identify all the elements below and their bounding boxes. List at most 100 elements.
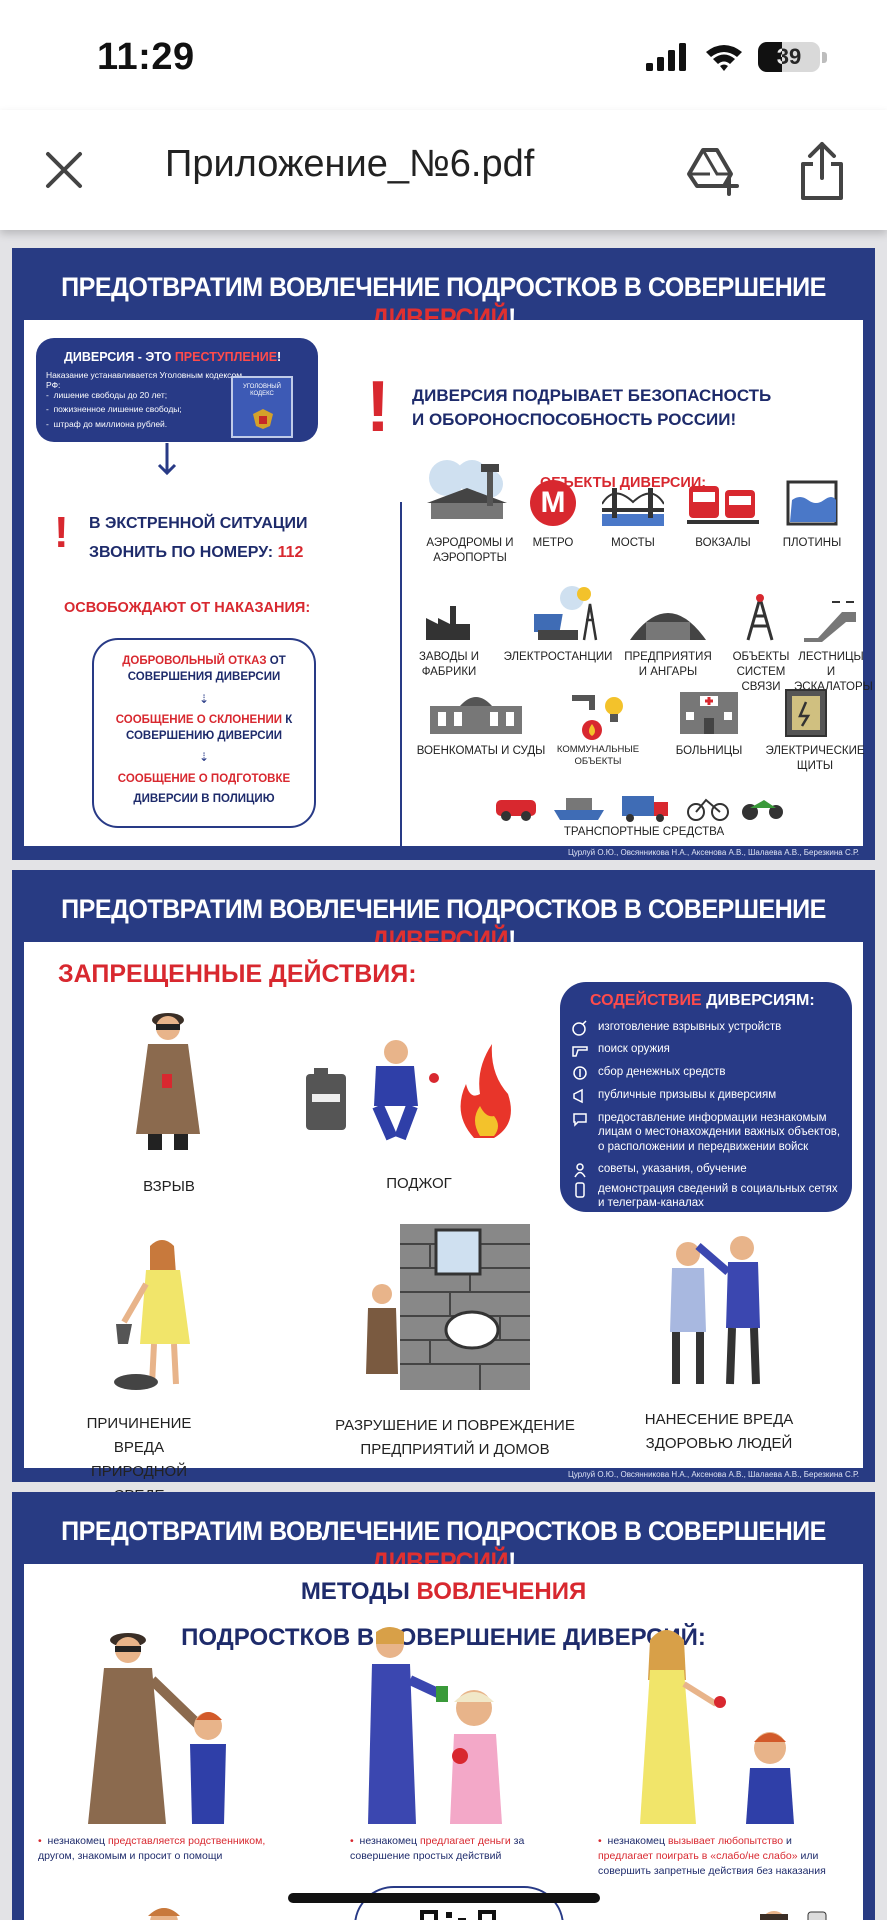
object-label: ЗАВОДЫ И ФАБРИКИ <box>418 651 480 678</box>
emergency-text: В ЭКСТРЕННОЙ СИТУАЦИИ ЗВОНИТЬ ПО НОМЕРУ:… <box>89 515 308 561</box>
bridge-icon <box>602 488 664 526</box>
fight-illustration <box>670 1236 760 1385</box>
object-label: ВОЕНКОМАТЫ И СУДЫ <box>416 745 546 757</box>
radio-tower-icon <box>746 594 774 641</box>
release-title: ОСВОБОЖДАЮТ ОТ НАКАЗАНИЯ: <box>64 600 311 616</box>
divider <box>400 502 402 846</box>
page-panel: МЕТОДЫ ВОВЛЕЧЕНИЯ ПОДРОСТКОВ В СОВЕРШЕНИ… <box>24 1564 863 1920</box>
pdf-page-2: ПРЕДОТВРАТИМ ВОВЛЕЧЕНИЕ ПОДРОСТКОВ В СОВ… <box>12 870 875 1504</box>
stranger-relative-illustration <box>88 1633 226 1824</box>
method-3: • незнакомец вызывает любопытство и пред… <box>598 1835 826 1878</box>
method-2: • незнакомец предлагает деньги за соверш… <box>350 1835 525 1863</box>
hospital-icon <box>680 692 738 734</box>
battery-tip <box>822 51 827 63</box>
criminal-code-book: УГОЛОВНЫЙ КОДЕКС <box>231 376 293 438</box>
utilities-icon <box>572 695 623 740</box>
object-label: ОБЪЕКТЫ СИСТЕМ СВЯЗИ <box>732 651 790 693</box>
definition-card: ДИВЕРСИЯ - ЭТО ПРЕСТУПЛЕНИЕ! Наказание у… <box>36 338 318 442</box>
status-time: 11:29 <box>97 36 195 78</box>
assist-item: советы, указания, обучение <box>574 1162 842 1178</box>
factory-icon <box>426 606 470 640</box>
stranger-curiosity-illustration <box>640 1630 794 1824</box>
action-label: НАНЕСЕНИЕ ВРЕДА ЗДОРОВЬЮ ЛЮДЕЙ <box>644 1411 794 1452</box>
spy-figure-illustration <box>136 1013 200 1150</box>
gun-icon <box>572 1046 588 1057</box>
advice-icon <box>574 1163 586 1178</box>
object-label: ПРЕДПРИЯТИЯ И АНГАРЫ <box>624 651 712 678</box>
assist-item: изготовление взрывных устройств <box>572 1020 842 1036</box>
phone-icon <box>575 1182 585 1198</box>
coat-of-arms-icon <box>253 409 273 429</box>
bomb-icon <box>572 1020 587 1036</box>
battery-percent: 39 <box>776 44 802 69</box>
littering-illustration <box>114 1240 190 1390</box>
assist-item: сбор денежных средств <box>573 1065 842 1080</box>
object-label: БОЛЬНИЦЫ <box>675 745 743 757</box>
battery-indicator: 39 <box>758 42 820 72</box>
home-indicator[interactable] <box>288 1893 600 1903</box>
method-1: • незнакомец представляется родственнико… <box>38 1835 266 1863</box>
status-icons: 39 <box>646 42 827 72</box>
object-label: ЭЛЕКТРОСТАНЦИИ <box>503 651 613 663</box>
assist-item: предоставление информации незнакомым лиц… <box>573 1111 842 1154</box>
page-panel: ЗАПРЕЩЕННЫЕ ДЕЙСТВИЯ: ВЗРЫВ ПОДЖОГ СОДЕЙ… <box>24 942 863 1504</box>
metro-icon: М <box>530 480 576 526</box>
document-title: Приложение_№6.pdf <box>165 143 535 185</box>
object-label: МОСТЫ <box>611 537 655 549</box>
qr-code-icon <box>420 1910 496 1920</box>
share-icon[interactable] <box>795 140 849 202</box>
power-plant-icon <box>534 586 598 641</box>
pdf-page-1: ПРЕДОТВРАТИМ ВОВЛЕЧЕНИЕ ПОДРОСТКОВ В СОВ… <box>12 248 875 860</box>
page-panel: ДИВЕРСИЯ - ЭТО ПРЕСТУПЛЕНИЕ! Наказание у… <box>24 320 873 846</box>
partial-figure-right-illustration <box>760 1911 827 1920</box>
object-label: ПЛОТИНЫ <box>782 537 842 549</box>
stranger-money-illustration <box>368 1627 502 1824</box>
airport-icon <box>427 460 507 519</box>
partial-figure-left-illustration <box>148 1908 180 1920</box>
train-station-icon <box>687 486 759 524</box>
object-label: ВОКЗАЛЫ <box>695 537 751 549</box>
megaphone-icon <box>573 1088 583 1104</box>
pdf-viewer[interactable]: ПРЕДОТВРАТИМ ВОВЛЕЧЕНИЕ ПОДРОСТКОВ В СОВ… <box>0 230 887 1920</box>
action-label: РАЗРУШЕНИЕ И ПОВРЕЖДЕНИЕ ПРЕДПРИЯТИЙ И Д… <box>335 1417 575 1458</box>
credits: Цурлуй О.Ю., Овсянникова Н.А., Аксенова … <box>567 1470 859 1479</box>
objects-title: ОБЪЕКТЫ ДИВЕРСИИ: <box>540 475 707 491</box>
emergency-exclamation: ! <box>54 508 69 557</box>
action-label: ПОДЖОГ <box>386 1175 452 1192</box>
courthouse-icon <box>430 697 522 734</box>
status-bar: 11:29 39 <box>0 0 887 110</box>
object-label: ТРАНСПОРТНЫЕ СРЕДСТВА <box>563 826 725 838</box>
arson-illustration <box>306 1040 511 1141</box>
page-title: ПРЕДОТВРАТИМ ВОВЛЕЧЕНИЕ ПОДРОСТКОВ В СОВ… <box>61 272 826 333</box>
pdf-page-3: ПРЕДОТВРАТИМ ВОВЛЕЧЕНИЕ ПОДРОСТКОВ В СОВ… <box>12 1492 875 1920</box>
assistance-box: СОДЕЙСТВИЕ ДИВЕРСИЯМ: изготовление взрыв… <box>560 982 852 1212</box>
hangar-icon <box>630 613 706 640</box>
electrical-panel-icon <box>785 689 827 737</box>
chat-icon <box>573 1113 587 1127</box>
add-to-drive-icon[interactable] <box>685 144 741 196</box>
action-label: ВЗРЫВ <box>143 1178 195 1195</box>
object-label: АЭРОДРОМЫ И АЭРОПОРТЫ <box>426 537 514 564</box>
wifi-icon <box>706 45 742 71</box>
object-label: МЕТРО <box>532 537 574 549</box>
assist-item: поиск оружия <box>572 1042 842 1057</box>
money-icon <box>573 1066 587 1080</box>
assist-item: демонстрация сведений в социальных сетях… <box>575 1182 842 1211</box>
close-icon[interactable] <box>40 146 88 194</box>
prohibited-title: ЗАПРЕЩЕННЫЕ ДЕЙСТВИЯ: <box>58 960 417 988</box>
headline-exclamation: ! <box>366 367 390 447</box>
release-box: ДОБРОВОЛЬНЫЙ ОТКАЗ ОТ СОВЕРШЕНИЯ ДИВЕРСИ… <box>92 638 316 828</box>
object-label: КОММУНАЛЬНЫЕ ОБЪЕКТЫ <box>556 744 640 768</box>
destruction-illustration <box>366 1224 530 1390</box>
methods-title: МЕТОДЫ ВОВЛЕЧЕНИЯ <box>300 1578 587 1605</box>
arrow-down-icon <box>157 443 177 476</box>
credits: Цурлуй О.Ю., Овсянникова Н.А., Аксенова … <box>567 848 859 857</box>
transport-icons <box>496 796 783 822</box>
dam-icon <box>786 480 838 526</box>
object-label: ЭЛЕКТРИЧЕСКИЕ ЩИТЫ <box>765 745 865 772</box>
methods-subtitle: ПОДРОСТКОВ В СОВЕРШЕНИЕ ДИВЕРСИЙ: <box>181 1624 706 1651</box>
headline: ДИВЕРСИЯ ПОДРЫВАЕТ БЕЗОПАСНОСТЬ И ОБОРОН… <box>412 386 772 429</box>
cellular-signal-icon <box>646 43 686 71</box>
pdf-toolbar: Приложение_№6.pdf <box>0 110 887 230</box>
assist-item: публичные призывы к диверсиям <box>573 1088 842 1104</box>
